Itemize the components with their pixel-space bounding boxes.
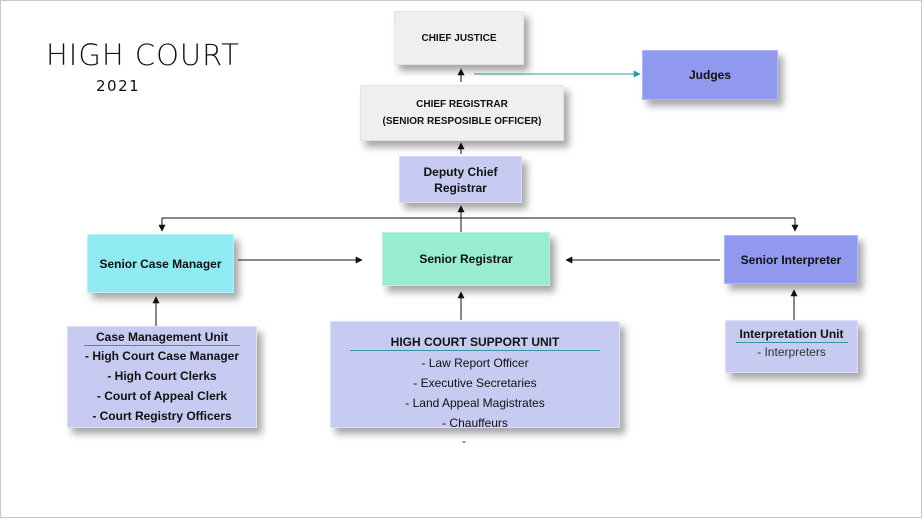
- interpretation-unit-box: Interpretation Unit - Interpreters: [725, 320, 858, 373]
- case-unit-item: - High Court Case Manager: [84, 349, 240, 363]
- interpretation-unit-rule: [735, 342, 848, 343]
- judges-box: Judges: [642, 50, 778, 100]
- support-unit-item: - Law Report Officer: [421, 356, 529, 370]
- deputy-line2: Registrar: [434, 180, 487, 195]
- chief-justice-box: CHIEF JUSTICE: [394, 11, 524, 65]
- case-management-unit-title: Case Management Unit: [95, 330, 229, 344]
- support-unit-item: - Chauffeurs: [442, 416, 508, 430]
- page-year: 2021: [96, 77, 141, 95]
- high-court-support-unit-box: HIGH COURT SUPPORT UNIT - Law Report Off…: [330, 321, 620, 430]
- page-title: HIGH COURT: [46, 38, 240, 72]
- case-unit-item: - High Court Clerks: [107, 369, 217, 383]
- chief-justice-label: CHIEF JUSTICE: [421, 32, 497, 44]
- senior-registrar-label: Senior Registrar: [419, 252, 513, 266]
- case-unit-item: - Court of Appeal Clerk: [96, 389, 228, 403]
- support-unit-item: - Land Appeal Magistrates: [405, 396, 545, 410]
- interpretation-unit-title: Interpretation Unit: [739, 327, 844, 341]
- senior-registrar-box: Senior Registrar: [382, 232, 550, 286]
- senior-case-manager-box: Senior Case Manager: [87, 234, 234, 293]
- deputy-line1: Deputy Chief: [423, 164, 498, 179]
- case-management-unit-box: Case Management Unit - High Court Case M…: [67, 326, 257, 428]
- chief-registrar-box: CHIEF REGISTRAR (SENIOR RESPOSIBLE OFFIC…: [360, 85, 564, 141]
- support-unit-title: HIGH COURT SUPPORT UNIT: [390, 335, 560, 349]
- deputy-chief-registrar-box: Deputy Chief Registrar: [399, 156, 522, 203]
- senior-interpreter-label: Senior Interpreter: [740, 252, 842, 267]
- chief-registrar-title: CHIEF REGISTRAR: [416, 99, 508, 110]
- support-unit-trailing-dash: -: [462, 434, 466, 448]
- senior-case-manager-label: Senior Case Manager: [99, 256, 222, 271]
- chief-registrar-subtitle: (SENIOR RESPOSIBLE OFFICER): [382, 116, 542, 127]
- case-unit-item: - Court Registry Officers: [92, 409, 232, 423]
- senior-interpreter-box: Senior Interpreter: [724, 235, 858, 284]
- branch-line: [158, 217, 799, 232]
- interpretation-unit-item: - Interpreters: [757, 345, 826, 359]
- support-unit-item: - Executive Secretaries: [413, 376, 537, 390]
- support-unit-rule: [350, 350, 600, 351]
- case-management-unit-rule: [84, 345, 240, 346]
- judges-label: Judges: [688, 68, 731, 82]
